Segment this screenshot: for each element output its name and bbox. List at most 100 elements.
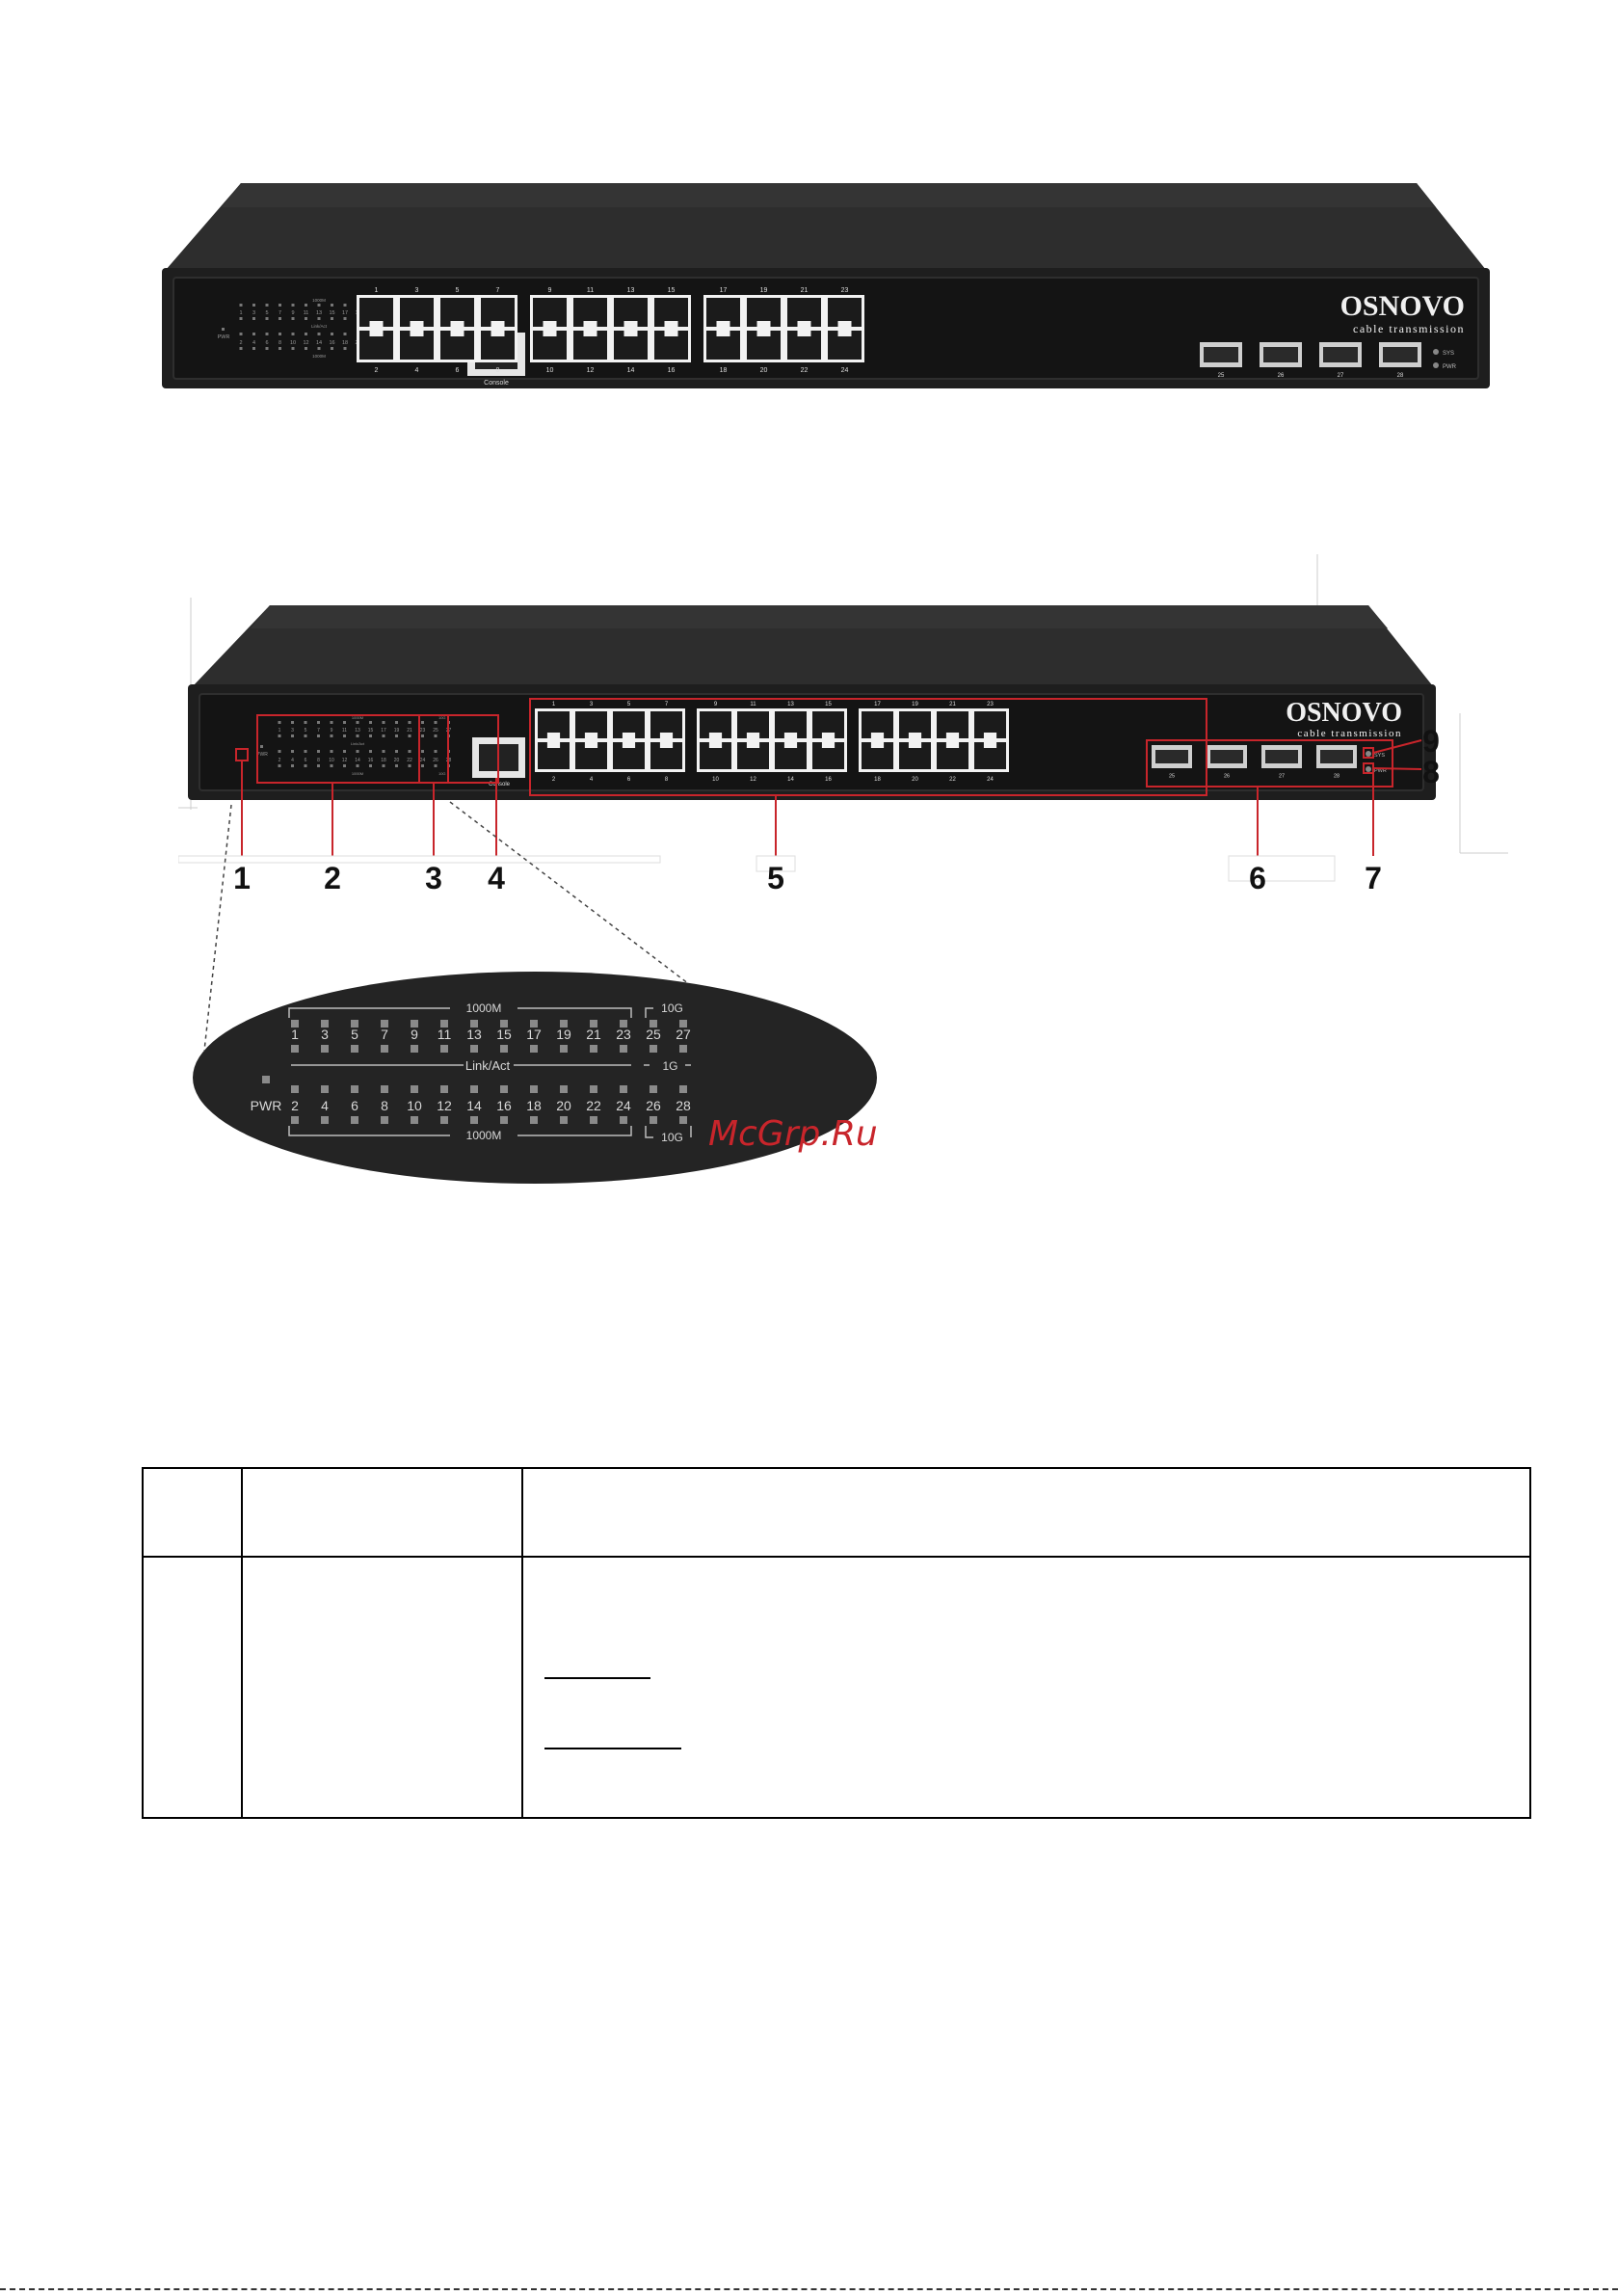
rj45-port: [899, 711, 931, 738]
rj45-port: [828, 298, 862, 327]
port-label: 1: [375, 287, 379, 294]
port-label: 28: [1397, 373, 1404, 379]
port-label: 7: [496, 287, 500, 294]
port-label: 14: [787, 777, 794, 783]
rj45-port: [613, 711, 645, 738]
svg-text:13: 13: [355, 728, 360, 734]
callout-number: 5: [767, 861, 784, 895]
rj45-port: [812, 742, 844, 769]
port-label: 24: [987, 777, 994, 783]
port-label: 1: [552, 702, 556, 707]
svg-text:10: 10: [329, 758, 334, 763]
svg-text:9: 9: [331, 728, 333, 734]
led-label: 21: [586, 1027, 601, 1042]
port-label: 24: [841, 367, 849, 374]
led-label: 10: [407, 1098, 422, 1113]
table-row: [142, 1556, 1531, 1819]
svg-text:SYS: SYS: [1443, 351, 1454, 357]
sfp-port: [1319, 342, 1362, 367]
table-cell: [241, 1467, 523, 1558]
port-label: 10: [546, 367, 554, 374]
rj45-port: [614, 331, 648, 360]
brand-logo: OSNOVO: [1286, 698, 1402, 728]
port-label: 7: [665, 702, 669, 707]
led-label: 20: [556, 1098, 571, 1113]
rj45-port: [812, 711, 844, 738]
callout-number: 1: [233, 861, 251, 895]
svg-text:2: 2: [279, 758, 281, 763]
svg-text:17: 17: [381, 728, 386, 734]
rj45-port: [700, 742, 731, 769]
table-cell: [142, 1467, 243, 1558]
svg-text:7: 7: [279, 310, 281, 316]
led-label: 27: [676, 1027, 691, 1042]
svg-text:1000M: 1000M: [312, 298, 326, 303]
led-label: 12: [437, 1098, 452, 1113]
svg-text:1G: 1G: [662, 1059, 677, 1073]
led-label: 14: [466, 1098, 482, 1113]
rj45-port: [400, 331, 434, 360]
table-cell: [142, 1556, 243, 1819]
port-label: 26: [1278, 373, 1285, 379]
svg-text:1000M: 1000M: [352, 771, 363, 776]
port-label: 9: [548, 287, 552, 294]
port-label: 20: [760, 367, 768, 374]
sfp-port: [1316, 745, 1357, 768]
rj45-port: [575, 742, 607, 769]
port-label: 22: [801, 367, 809, 374]
port-label: 3: [415, 287, 419, 294]
led-label: 24: [616, 1098, 631, 1113]
led-label: 9: [411, 1027, 418, 1042]
rj45-port: [828, 331, 862, 360]
port-label: 25: [1218, 373, 1225, 379]
svg-text:10G: 10G: [438, 715, 446, 720]
table-header-row: [142, 1467, 1531, 1558]
led-label: 23: [616, 1027, 631, 1042]
led-label: 22: [586, 1098, 601, 1113]
rj45-port: [440, 298, 474, 327]
svg-text:14: 14: [355, 758, 360, 763]
sfp-port: [1207, 745, 1247, 768]
svg-text:5: 5: [305, 728, 307, 734]
svg-text:PWR: PWR: [1374, 768, 1387, 774]
port-label: 6: [456, 367, 460, 374]
svg-text:4: 4: [291, 758, 294, 763]
rj45-port: [614, 298, 648, 327]
callout-number: 6: [1249, 861, 1266, 895]
led-label: 28: [676, 1098, 691, 1113]
svg-text:23: 23: [420, 728, 426, 734]
callout-number: 9: [1422, 724, 1440, 759]
rj45-port: [533, 331, 567, 360]
svg-text:24: 24: [420, 758, 426, 763]
rj45-port: [533, 298, 567, 327]
port-label: 3: [590, 702, 594, 707]
svg-text:Link/Act: Link/Act: [311, 324, 328, 329]
svg-text:10G: 10G: [661, 1131, 683, 1144]
led-label: 3: [321, 1027, 329, 1042]
svg-text:15: 15: [329, 310, 334, 316]
rj45-port: [440, 331, 474, 360]
svg-text:26: 26: [433, 758, 438, 763]
rj45-port: [737, 711, 769, 738]
led-label: 5: [351, 1027, 358, 1042]
rj45-port: [787, 298, 821, 327]
led-label: 16: [496, 1098, 512, 1113]
port-label: 12: [750, 777, 756, 783]
port-label: 22: [949, 777, 956, 783]
svg-text:6: 6: [305, 758, 307, 763]
svg-text:12: 12: [303, 340, 308, 346]
port-label: 26: [1224, 774, 1230, 780]
svg-text:16: 16: [329, 340, 334, 346]
led-zoom-detail: 1234567891011121314151617181920212223242…: [251, 1001, 692, 1144]
sfp-port: [1261, 745, 1302, 768]
page-bottom-rule: [0, 2288, 1618, 2290]
rj45-port: [974, 742, 1006, 769]
port-label: 15: [825, 702, 832, 707]
led-label: 25: [646, 1027, 661, 1042]
port-label: 28: [1334, 774, 1339, 780]
port-label: 21: [949, 702, 956, 707]
svg-text:Console: Console: [489, 782, 511, 788]
table-cell: [521, 1467, 1531, 1558]
